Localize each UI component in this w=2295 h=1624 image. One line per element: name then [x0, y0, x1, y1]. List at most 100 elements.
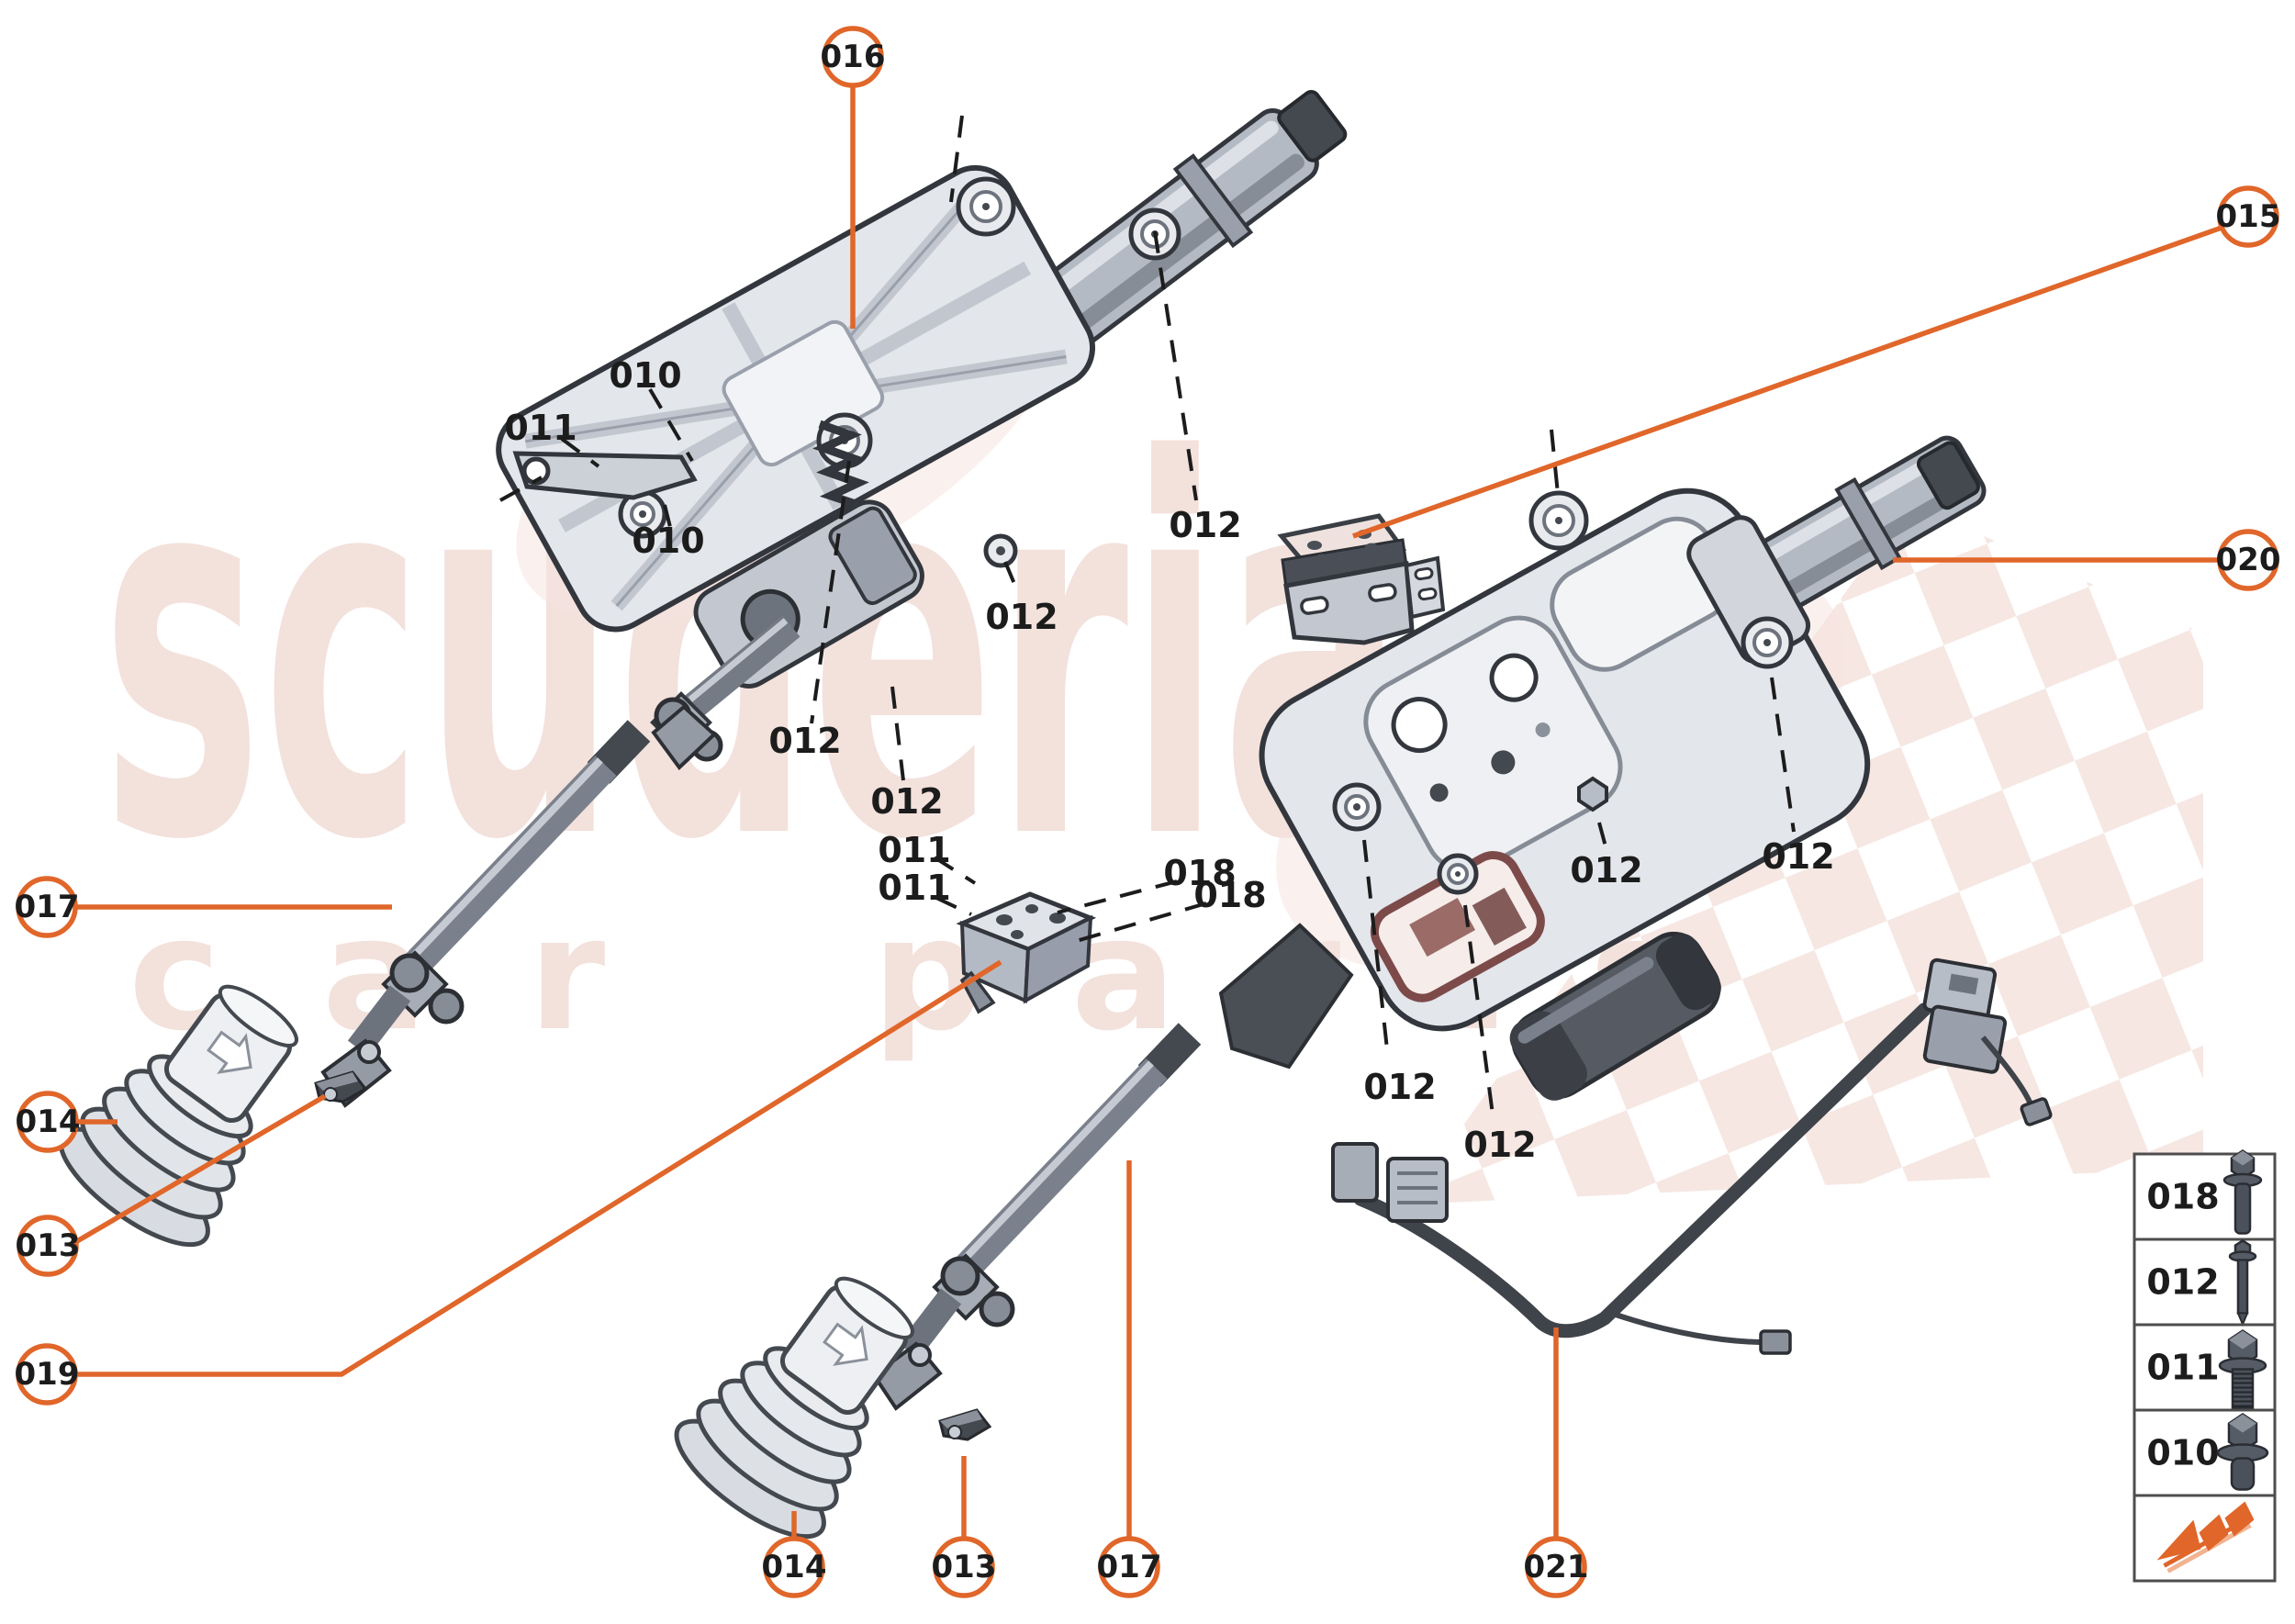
callout-020[interactable]: 020 — [2216, 529, 2281, 591]
callout-021[interactable]: 021 — [1524, 1536, 1589, 1598]
callout-number-017-bottom: 017 — [1097, 1549, 1162, 1585]
part-label-dash-9 — [1057, 879, 1178, 914]
callout-number-017-left: 017 — [15, 889, 80, 925]
lower-shaft-stub — [650, 615, 800, 771]
callout-017-left[interactable]: 017 — [15, 876, 80, 938]
release-lever — [1218, 923, 1354, 1070]
callout-number-014-bottom: 014 — [762, 1549, 827, 1585]
steering-column-assembly-1 — [496, 89, 1348, 771]
callout-circle-020[interactable] — [2217, 529, 2279, 591]
intermediate-shaft-lower-017 — [874, 1034, 1190, 1408]
wiring-harness-021 — [1331, 958, 2053, 1355]
legend-label-010: 010 — [2146, 1433, 2219, 1473]
part-label-012-3: 012 — [985, 597, 1058, 637]
part-label-012-5: 012 — [768, 721, 841, 761]
callout-circle-014-left[interactable] — [17, 1091, 79, 1153]
callout-leader-013-left — [75, 1093, 327, 1244]
callout-circle-017-left[interactable] — [16, 876, 78, 938]
legend-label-018: 018 — [2146, 1177, 2219, 1217]
fastener-legend: 018 012 011 010 — [2133, 1148, 2277, 1583]
part-label-dash-5 — [810, 460, 851, 724]
part-label-011-8: 011 — [878, 868, 950, 908]
part-label-dash-12 — [1770, 677, 1796, 833]
part-label-012-11: 012 — [1570, 850, 1642, 890]
callout-016[interactable]: 016 — [821, 26, 886, 88]
part-label-dash-8 — [935, 896, 972, 916]
callout-circle-014-bottom[interactable] — [763, 1536, 825, 1598]
legend-prev-page-button[interactable] — [2156, 1501, 2255, 1574]
callout-017-bottom[interactable]: 017 — [1097, 1536, 1162, 1598]
part-label-dash-3 — [1003, 561, 1021, 596]
legend-label-011: 011 — [2146, 1348, 2219, 1388]
detail-dash — [1550, 429, 1560, 495]
callout-014-left[interactable]: 014 — [16, 1091, 81, 1153]
callout-circle-021[interactable] — [1525, 1536, 1587, 1598]
detail-dash — [949, 115, 964, 203]
part-label-012-12: 012 — [1762, 836, 1834, 877]
part-label-012-6: 012 — [870, 781, 943, 822]
callout-circle-016[interactable] — [822, 26, 884, 88]
tilt-spring — [812, 420, 869, 510]
callout-number-020: 020 — [2216, 542, 2281, 578]
callout-bubbles: 016 015 020 017 014 013 019 014 013 017 021 — [15, 26, 2281, 1598]
part-label-018-10: 018 — [1193, 875, 1266, 915]
callout-circle-013-left[interactable] — [17, 1215, 79, 1277]
bolt-flange-long-icon — [2222, 1148, 2263, 1235]
part-label-dash-10 — [1066, 902, 1207, 946]
lower-housing-1 — [693, 499, 924, 689]
part-label-010-0: 010 — [609, 355, 681, 396]
callout-014-bottom[interactable]: 014 — [762, 1536, 827, 1598]
legend-row-018[interactable]: 018 — [2146, 1148, 2263, 1235]
callout-leader-015 — [1352, 225, 2222, 539]
part-label-dash-0 — [648, 387, 694, 463]
callout-number-013-left: 013 — [16, 1227, 81, 1264]
part-label-011-7: 011 — [878, 830, 950, 870]
callout-019[interactable]: 019 — [15, 1343, 80, 1406]
legend-row-011[interactable]: 011 — [2146, 1328, 2267, 1409]
housing-bolt-holes — [1332, 490, 1794, 895]
part-label-018-9: 018 — [1163, 853, 1236, 893]
steering-column-assembly-2 — [1218, 435, 1987, 1101]
bolt-threaded-icon — [2218, 1328, 2267, 1409]
column-clamp-019 — [956, 891, 1097, 1014]
part-label-dash-6 — [890, 686, 905, 781]
callout-number-013-bottom: 013 — [932, 1549, 997, 1585]
callout-number-019: 019 — [15, 1356, 80, 1393]
callout-number-016: 016 — [821, 39, 886, 75]
part-label-011-1: 011 — [504, 408, 577, 448]
part-label-dash-4 — [1153, 230, 1198, 501]
callout-leader-019 — [76, 959, 1002, 1377]
part-label-dash-7 — [933, 856, 977, 885]
part-label-012-13: 012 — [1363, 1067, 1436, 1107]
callout-013-left[interactable]: 013 — [16, 1215, 81, 1277]
part-label-dash-11 — [1597, 822, 1607, 847]
part-label-012-14: 012 — [1463, 1125, 1536, 1165]
retaining-clip-bottom-013 — [938, 1408, 991, 1441]
part-label-dash-1 — [560, 437, 600, 468]
callout-circle-013-bottom[interactable] — [933, 1536, 995, 1598]
prev-arrow-icon — [2156, 1501, 2255, 1574]
fixing-arm-eyelet — [521, 456, 551, 486]
part-label-012-4: 012 — [1169, 505, 1241, 545]
part-label-010-2: 010 — [632, 521, 704, 561]
detail-dash — [499, 476, 543, 502]
legend-row-012[interactable]: 012 — [2146, 1239, 2257, 1327]
legend-row-010[interactable]: 010 — [2146, 1412, 2269, 1491]
callout-circle-015[interactable] — [2217, 185, 2279, 248]
callout-number-015: 015 — [2216, 198, 2281, 235]
fixing-arm — [512, 451, 698, 500]
bolt-stub-icon — [2216, 1412, 2269, 1491]
callout-number-021: 021 — [1524, 1549, 1589, 1585]
adjustment-motor — [1509, 931, 1721, 1101]
detail-dash-leaders — [499, 115, 1560, 502]
callout-circle-017-bottom[interactable] — [1098, 1536, 1160, 1598]
callout-013-bottom[interactable]: 013 — [932, 1536, 997, 1598]
callout-circle-019[interactable] — [16, 1343, 78, 1406]
part-label-dash-2 — [663, 504, 672, 528]
callout-015[interactable]: 015 — [2216, 185, 2281, 248]
firewall-boot-bottom-014 — [661, 1244, 955, 1555]
legend-label-012: 012 — [2146, 1262, 2219, 1303]
